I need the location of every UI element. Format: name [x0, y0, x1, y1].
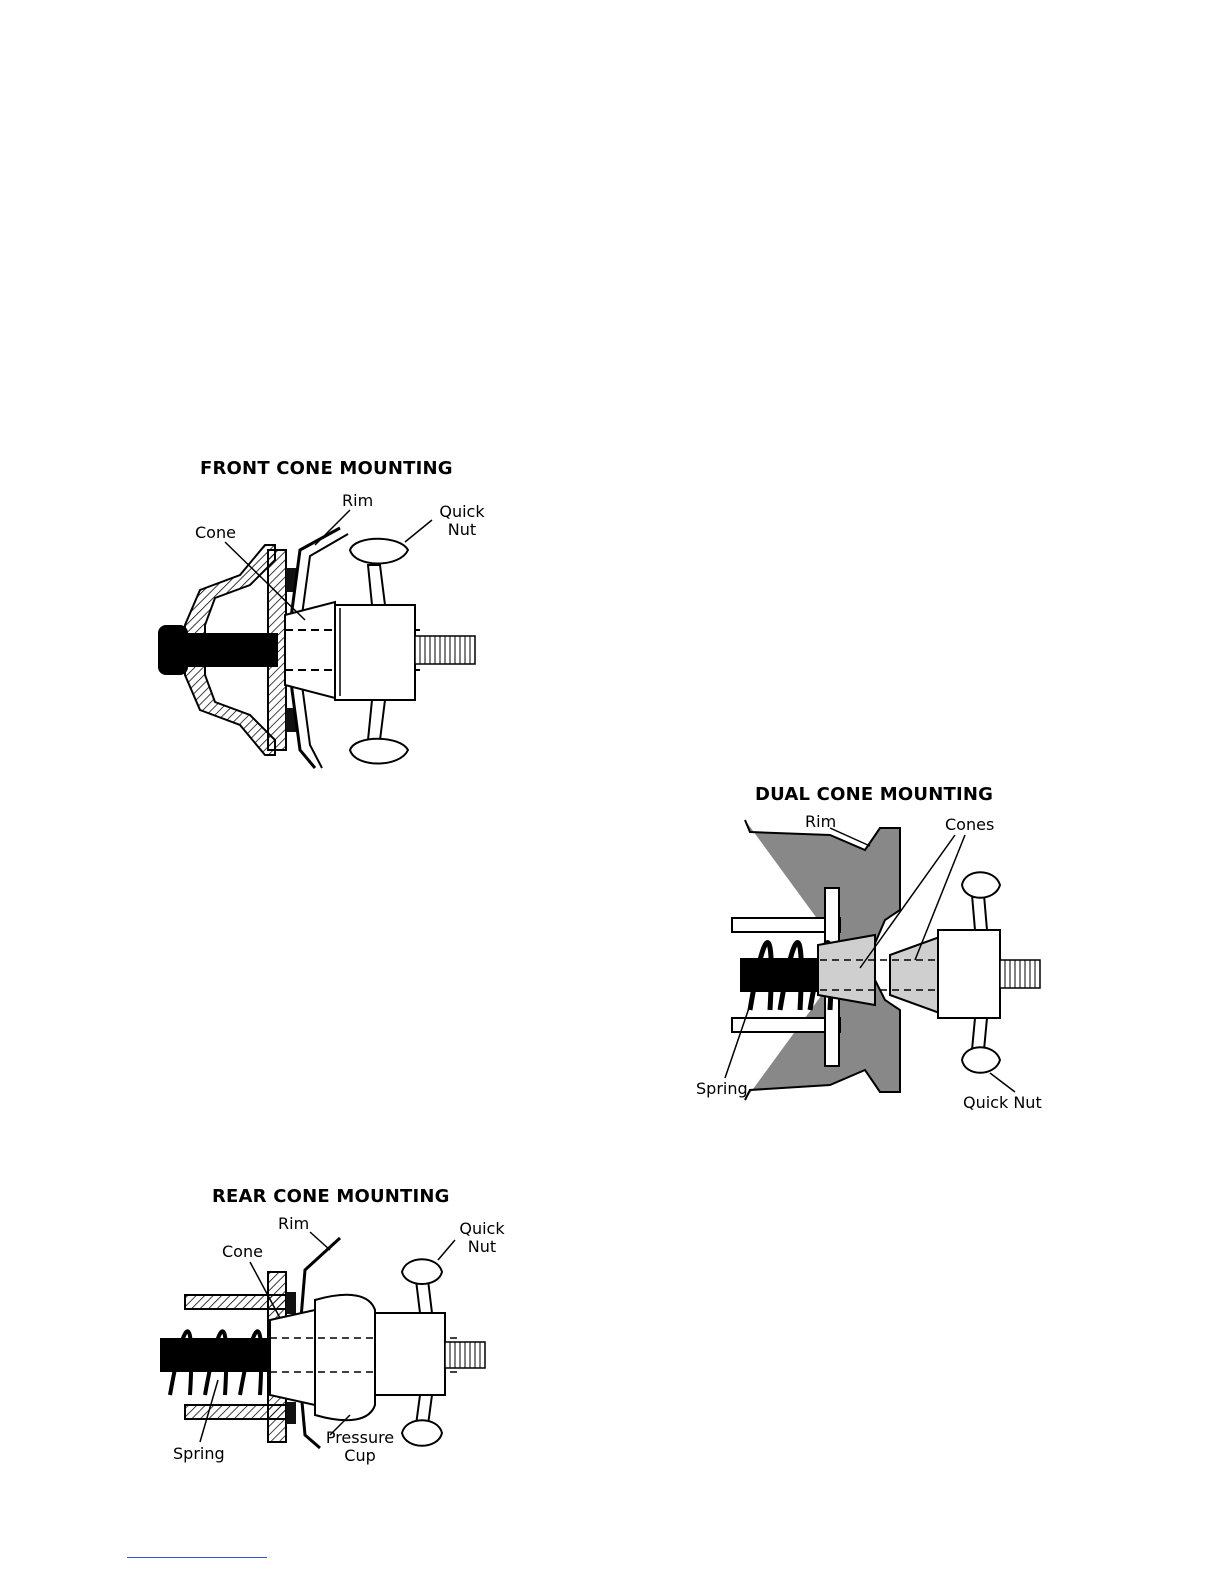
dual-handle-bottom — [972, 1018, 987, 1050]
front-handle-bottom — [368, 700, 385, 740]
dual-cone-mounting-figure: DUAL CONE MOUNTING Rim Cones Spring Quic… — [690, 780, 1090, 1140]
front-hub-end — [158, 625, 188, 675]
rear-flange-insert-top — [286, 1292, 296, 1314]
dual-handle-top — [972, 895, 987, 930]
rear-cone-mounting-figure: REAR CONE MOUNTING Rim Cone Quick Nut Sp… — [150, 1180, 530, 1480]
rear-flange-insert-bottom — [286, 1402, 296, 1424]
front-quick-nut-body — [335, 605, 415, 700]
front-shaft — [188, 633, 278, 667]
rear-quick-nut-leader — [438, 1240, 455, 1260]
rear-knob-bottom — [402, 1420, 442, 1446]
rear-pressure-cup — [315, 1295, 375, 1420]
dual-quick-nut-leader — [990, 1073, 1015, 1092]
front-cone-drawing — [140, 450, 540, 780]
dual-cone-drawing — [690, 780, 1090, 1140]
dual-quick-nut-body — [938, 930, 1000, 1018]
dual-knob-bottom — [962, 1047, 1000, 1073]
dual-cone-front — [890, 935, 945, 1015]
rear-quick-nut-body — [375, 1313, 445, 1395]
rear-knob-top — [402, 1259, 442, 1284]
rear-cone-drawing — [150, 1180, 530, 1480]
front-cone-mounting-figure: FRONT CONE MOUNTING Rim Cone Quick Nut — [140, 450, 540, 780]
dual-housing-top — [732, 918, 840, 932]
front-quick-nut-leader — [405, 520, 432, 542]
footer-rule — [127, 1557, 267, 1558]
front-handle-top — [368, 565, 385, 605]
dual-spring-leader — [725, 1005, 750, 1078]
rear-cone — [270, 1310, 315, 1405]
dual-housing-bottom — [732, 1018, 840, 1032]
front-knob-bottom — [350, 739, 408, 764]
rear-rim-leader — [310, 1232, 330, 1250]
rear-handle-top — [416, 1280, 432, 1313]
front-rim-leader — [315, 510, 350, 545]
dual-knob-top — [962, 872, 1000, 898]
front-cone — [285, 602, 335, 698]
dual-cone-rear — [818, 935, 875, 1005]
dual-rim-top — [745, 820, 900, 955]
front-knob-top — [350, 539, 408, 564]
